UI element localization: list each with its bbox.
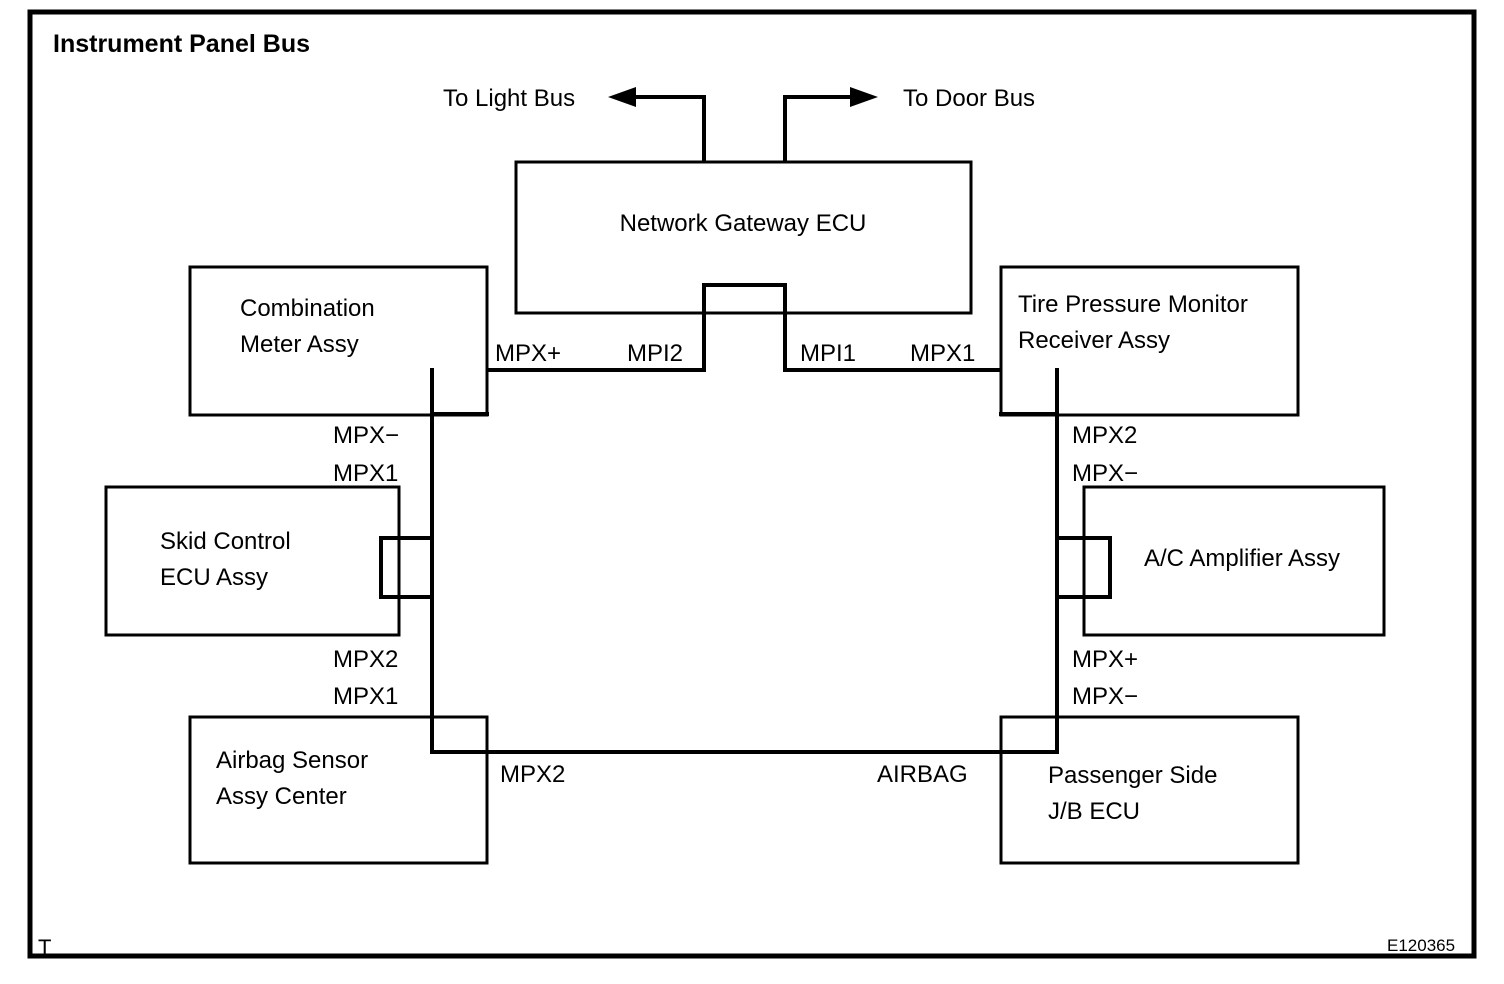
node-passenger-side-jb-ecu <box>999 715 1300 865</box>
node-tire-pressure-monitor-receiver-assy-label-line2: Receiver Assy <box>1018 327 1170 354</box>
node-ac-amplifier-assy-label: A/C Amplifier Assy <box>1144 545 1340 572</box>
page-title: Instrument Panel Bus <box>53 30 310 58</box>
node-skid-control-ecu-assy-label-line1: Skid Control <box>160 528 291 555</box>
node-airbag-sensor-assy-center <box>188 715 489 865</box>
node-network-gateway-ecu-label: Network Gateway ECU <box>620 210 867 237</box>
node-passenger-side-jb-ecu-label-line2: J/B ECU <box>1048 798 1140 825</box>
pin-label-skid-bottom-2: MPX1 <box>333 683 398 710</box>
pin-label-ac-bottom-2: MPX− <box>1072 683 1138 710</box>
pin-label-gateway-left: MPI2 <box>627 340 683 367</box>
door-bus-arrow-icon <box>850 87 878 107</box>
node-network-gateway-ecu <box>514 160 973 315</box>
node-skid-control-ecu-assy <box>104 485 401 637</box>
node-combination-meter-assy-label-line1: Combination <box>240 295 375 322</box>
pin-label-airbag-right: MPX2 <box>500 761 565 788</box>
door-bus-wire <box>783 95 866 164</box>
pin-label-gateway-right: MPI1 <box>800 340 856 367</box>
pin-label-tpms-bottom-1: MPX2 <box>1072 422 1137 449</box>
pin-label-meter-right: MPX+ <box>495 340 561 367</box>
to-light-bus-label: To Light Bus <box>443 85 575 112</box>
node-tire-pressure-monitor-receiver-assy-label-line1: Tire Pressure Monitor <box>1018 291 1248 318</box>
node-airbag-sensor-assy-center-label-line2: Assy Center <box>216 783 347 810</box>
figure-id: E120365 <box>1387 936 1455 955</box>
node-ac-amplifier-assy <box>1082 485 1386 637</box>
node-skid-control-ecu-assy-label-line2: ECU Assy <box>160 564 268 591</box>
connector-ac-amplifier <box>1055 536 1112 599</box>
diagram-frame <box>27 9 1477 959</box>
corner-mark: T <box>38 935 51 960</box>
node-tire-pressure-monitor-receiver-assy <box>999 265 1300 417</box>
connector-skid-control <box>379 536 434 599</box>
node-airbag-sensor-assy-center-label-line1: Airbag Sensor <box>216 747 368 774</box>
connector-passenger-jb <box>999 715 1059 754</box>
node-passenger-side-jb-ecu-label-line1: Passenger Side <box>1048 762 1217 789</box>
pin-label-jb-left: AIRBAG <box>877 761 968 788</box>
pin-label-skid-bottom-1: MPX2 <box>333 646 398 673</box>
pin-label-ac-bottom-1: MPX+ <box>1072 646 1138 673</box>
to-door-bus-label: To Door Bus <box>903 85 1035 112</box>
pin-label-tpms-bottom-2: MPX− <box>1072 460 1138 487</box>
connector-gateway-bottom <box>702 283 787 315</box>
node-combination-meter-assy <box>188 265 489 417</box>
light-bus-wire <box>618 95 706 164</box>
pin-label-meter-bottom-2: MPX1 <box>333 460 398 487</box>
light-bus-arrow-icon <box>608 87 636 107</box>
pin-label-meter-bottom-1: MPX− <box>333 422 399 449</box>
node-combination-meter-assy-label-line2: Meter Assy <box>240 331 359 358</box>
pin-label-tpms-left: MPX1 <box>910 340 975 367</box>
